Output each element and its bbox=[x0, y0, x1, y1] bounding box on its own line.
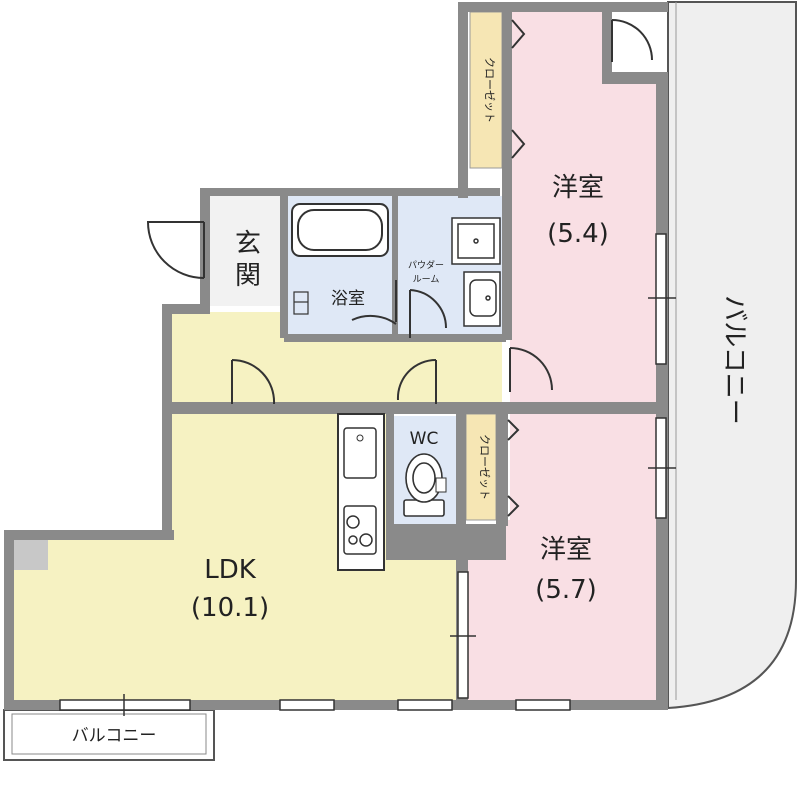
closet-upper-label: クローゼット bbox=[483, 57, 496, 123]
washing-machine-icon bbox=[451, 217, 501, 265]
powder-room-label-2: ルーム bbox=[413, 274, 440, 285]
balcony-bottom-inner bbox=[11, 713, 207, 755]
entrance-floor bbox=[206, 196, 284, 306]
bathtub-icon bbox=[291, 203, 389, 257]
entrance-door[interactable] bbox=[146, 221, 205, 279]
western-room-upper-size: (5.4) bbox=[547, 219, 609, 249]
balcony-right bbox=[667, 1, 797, 710]
vanity-icon bbox=[463, 271, 501, 327]
western-room-upper-label: 洋室 bbox=[552, 173, 604, 203]
western-room-lower-floor bbox=[466, 412, 656, 700]
balcony-door-top[interactable] bbox=[611, 19, 653, 61]
powder-room-label-1: パウダー bbox=[408, 259, 444, 271]
balcony-bottom-label: バルコニー bbox=[72, 726, 157, 746]
wc-label: WC bbox=[410, 429, 439, 449]
western-room-upper-floor bbox=[510, 12, 656, 402]
kitchen-counter bbox=[337, 413, 385, 571]
ldk-door-left[interactable] bbox=[231, 358, 276, 405]
window-mullions bbox=[123, 297, 676, 716]
stove-icon bbox=[343, 505, 377, 555]
toilet-icon bbox=[403, 453, 445, 517]
closet-upper-doors[interactable] bbox=[511, 19, 526, 159]
shower-icon bbox=[293, 291, 309, 315]
sink-icon bbox=[343, 427, 377, 479]
ldk-size: (10.1) bbox=[191, 593, 269, 623]
western-room-lower-label: 洋室 bbox=[540, 535, 592, 565]
balcony-right-label: バルコニー bbox=[719, 295, 749, 424]
toilet-paper-icon bbox=[435, 477, 447, 493]
bathroom-label: 浴室 bbox=[331, 289, 365, 309]
entrance-label-2: 関 bbox=[235, 261, 261, 291]
entrance-label-1: 玄 bbox=[235, 229, 261, 259]
bathroom-door[interactable] bbox=[351, 314, 397, 325]
western-room-lower-size: (5.7) bbox=[535, 575, 597, 605]
closet-lower-label: クローゼット bbox=[478, 434, 491, 500]
closet-lower-doors[interactable] bbox=[507, 419, 520, 517]
powder-room-door[interactable] bbox=[409, 289, 448, 329]
closet-upper-box bbox=[469, 11, 503, 169]
western-room-upper-door[interactable] bbox=[509, 347, 553, 391]
ldk-label: LDK bbox=[204, 555, 257, 585]
wc-door[interactable] bbox=[396, 358, 437, 401]
